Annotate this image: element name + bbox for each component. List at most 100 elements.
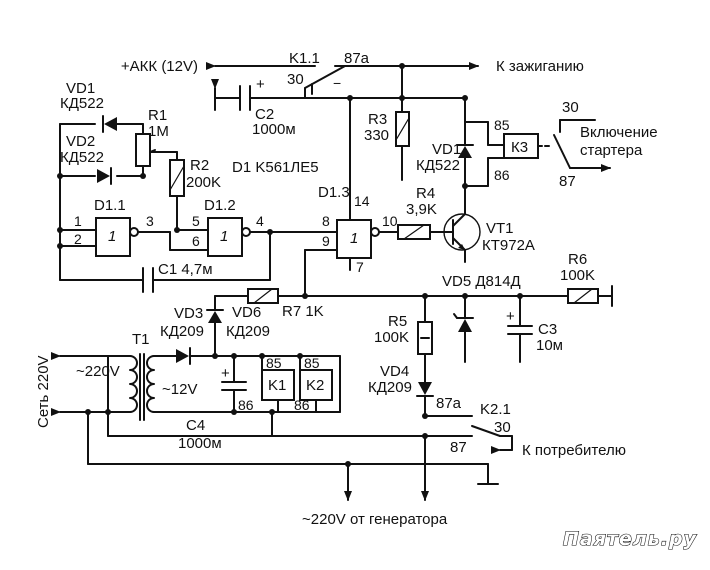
k2-pin-86: 86 [294,397,310,413]
gate-d1-3-symbol: 1 [350,230,358,247]
d1-title: D1 K561ЛЕ5 [232,159,319,176]
minus-sign: − [333,75,341,91]
junction-dot [85,409,91,415]
pin-4: 4 [256,213,264,229]
c2-capacitor [211,79,306,111]
junction-dot [347,95,353,101]
vd1-left-diode [102,115,117,133]
ignition-label: К зажиганию [496,58,584,75]
r2-label: R2 [190,157,209,174]
r1-potentiometer [135,133,156,167]
k2-30-label: 30 [494,419,511,436]
vd3-label: VD3 [174,305,203,322]
k2-87a-label: 87a [436,395,462,412]
gate-d1-1-label: D1.1 [94,197,126,214]
r3-value: 330 [364,127,389,144]
pin-5: 5 [192,213,200,229]
vd1-left-type: КД522 [60,95,104,112]
secondary-voltage: ~12V [162,381,197,398]
vt1-transistor [443,185,481,263]
battery-label: +АКК (12V) [121,58,198,75]
gate-d1-1 [59,217,171,257]
pin-1: 1 [74,213,82,229]
c2-value: 1000м [252,121,296,138]
c1-capacitor [59,231,271,293]
vd1-left-label: VD1 [66,80,95,97]
junction-dot [105,409,111,415]
k1-label: K1 [268,377,286,394]
k3-pin-30: 30 [562,99,579,116]
c3-value: 10м [536,337,563,354]
r7-label: R7 1K [282,303,324,320]
pin-7: 7 [356,259,364,275]
junction-dot [231,409,237,415]
c1-label: C1 4,7м [158,261,213,278]
starter-contact [553,119,611,172]
vd6-type: КД209 [226,323,270,340]
vd4-type: КД209 [368,379,412,396]
junction-dot [422,413,428,419]
t1-transformer [107,353,155,421]
r4-label: R4 [416,185,435,202]
c4-label: C4 [186,417,205,434]
vd6-label: VD6 [232,304,261,321]
vd3-type: КД209 [160,323,204,340]
k2-1-contact [87,415,513,485]
pin-8: 8 [322,213,330,229]
vt1-label: VT1 [486,220,514,237]
t1-label: T1 [132,331,150,348]
vd1b-label: VD1 [432,141,461,158]
c2-label: C2 [255,106,274,123]
vt1-type: КТ972А [482,237,535,254]
vd5-zener [453,295,474,363]
k3-relay [464,121,553,187]
junction-dot [231,353,237,359]
vd2-diode [97,167,112,185]
k1-1-label: K1.1 [289,50,320,67]
gate-d1-3-label: D1.3 [318,184,350,201]
c3-capacitor [507,295,533,363]
gate-d1-2-symbol: 1 [220,228,228,245]
junction-dot [57,173,63,179]
vd6-diode [206,295,224,357]
gate-d1-2 [169,217,338,257]
rail-12v [304,65,466,221]
junction-dot [140,173,146,179]
vd2-label: VD2 [66,133,95,150]
vd1-right-diode [456,129,474,187]
k1-pin-86: 86 [238,397,254,413]
vd5-label: VD5 Д814Д [442,273,521,290]
k3-label: К3 [511,139,528,156]
mains-vertical-label: Сеть 220V [35,355,52,428]
r1-value: 1M [148,123,169,140]
gate-d1-2-label: D1.2 [204,197,236,214]
r3-resistor [395,111,410,181]
consumer-label: К потребителю [522,442,626,459]
k1-30-label: 30 [287,71,304,88]
mains-ac-label: ~220V [76,363,120,380]
r4-value: 3,9K [406,201,437,218]
r6-label: R6 [568,251,587,268]
r5-vd4-column [416,295,434,417]
pin-6: 6 [192,233,200,249]
r3-label: R3 [368,111,387,128]
starter-label-1: Включение [580,124,658,141]
generator-output [344,435,429,501]
left-timing-network [59,123,178,281]
junction-dot [462,95,468,101]
k2-1-label: K2.1 [480,401,511,418]
vd1b-type: КД522 [416,157,460,174]
c3-label: C3 [538,321,557,338]
vd2-type: КД522 [60,149,104,166]
k2-pin-85: 85 [304,355,320,371]
pin-2: 2 [74,231,82,247]
c2-plus: + [256,76,265,93]
k3-pin-85: 85 [494,117,510,133]
site-watermark: Паятель.ру [563,528,698,550]
r2-resistor [169,159,185,197]
c4-capacitor [153,355,341,413]
junction-dot [212,353,218,359]
r6-value: 100K [560,267,595,284]
r1-label: R1 [148,107,167,124]
